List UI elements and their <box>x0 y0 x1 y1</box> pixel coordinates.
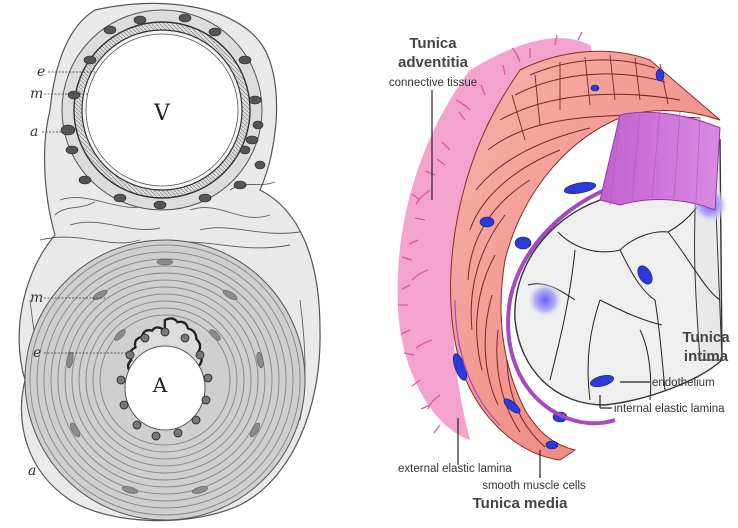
intima-title-line1: Tunica <box>682 329 730 346</box>
media-title: Tunica media <box>473 495 568 512</box>
external-elastic-lamina-label: external elastic lamina <box>398 463 512 475</box>
artery: A <box>25 240 305 520</box>
internal-elastic-lamina-label: internal elastic lamina <box>614 403 725 415</box>
vein-label-a: a <box>30 124 38 140</box>
artery-letter: A <box>152 373 168 397</box>
artery-label-m: m <box>30 290 43 306</box>
intima-title-line2: intima <box>684 348 729 365</box>
endothelium-label: endothelium <box>652 377 715 389</box>
artery-label-a: a <box>28 463 36 479</box>
vein-letter: V <box>153 101 171 126</box>
schematic-vessel: Tunica adventitia connective tissue Tuni… <box>389 32 730 512</box>
vein-label-e: e <box>37 64 45 80</box>
vein-label-m: m <box>30 86 43 102</box>
adventitia-subtitle: connective tissue <box>389 77 477 89</box>
adventitia-title-line1: Tunica <box>409 35 457 52</box>
artery-label-e: e <box>33 345 41 361</box>
adventitia-title-line2: adventitia <box>398 54 469 71</box>
smooth-muscle-cells-label: smooth muscle cells <box>482 480 586 492</box>
histology-illustration: V <box>19 3 320 520</box>
